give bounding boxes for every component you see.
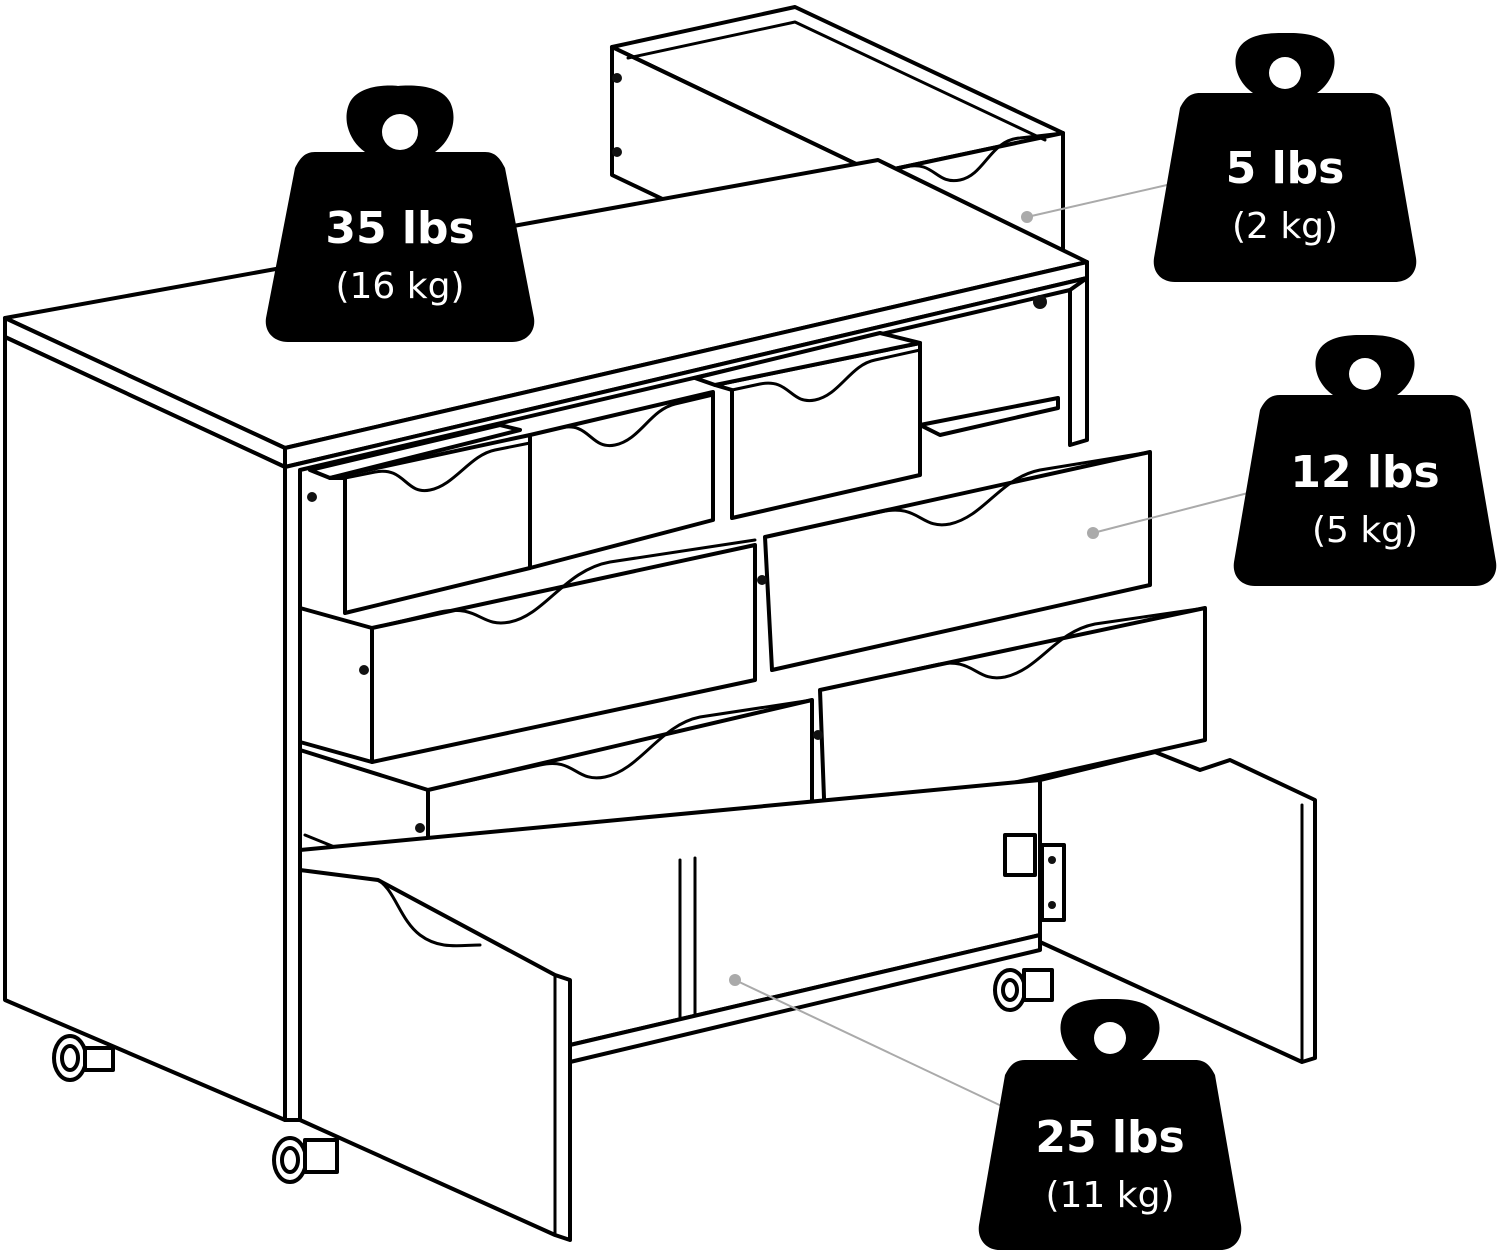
- drawer-middle-right: [757, 450, 1152, 672]
- weight-kg-label: (2 kg): [1232, 206, 1338, 247]
- weight-icon: [1153, 32, 1417, 282]
- weight-lbs-label: 12 lbs: [1290, 447, 1439, 498]
- drawer-top-middle: [528, 390, 715, 570]
- weight-kg-label: (16 kg): [335, 266, 464, 307]
- drawer-bottom-right: [813, 606, 1207, 827]
- cabinet-door-right: [1003, 750, 1317, 1064]
- cabinet-door-left: [298, 868, 572, 1242]
- cabinet-side-panel: [3, 335, 287, 1122]
- weight-icon: [1233, 334, 1497, 586]
- weight-kg-label: (5 kg): [1312, 510, 1418, 551]
- door-hinge-icon: [1003, 833, 1066, 922]
- leader-lines: [729, 181, 1249, 1111]
- weight-lbs-label: 25 lbs: [1035, 1112, 1184, 1163]
- drawer-top-right: [693, 331, 922, 520]
- weight-lbs-label: 35 lbs: [325, 203, 474, 254]
- weight-kg-label: (11 kg): [1045, 1175, 1174, 1216]
- cabinet-illustration: [3, 5, 1317, 1242]
- weight-lbs-label: 5 lbs: [1226, 143, 1345, 194]
- drawer-middle-left: [298, 538, 757, 764]
- caster-front-right: [272, 1136, 339, 1184]
- weight-badge-top-bin: 5 lbs (2 kg): [1153, 32, 1417, 282]
- weight-badge-cabinet: 25 lbs (11 kg): [978, 998, 1242, 1250]
- weight-badge-top-surface: 35 lbs (16 kg): [265, 85, 535, 342]
- caster-front-left: [52, 1034, 115, 1082]
- weight-icon: [978, 998, 1242, 1250]
- caster-back-right: [993, 968, 1054, 1012]
- weight-badge-drawer: 12 lbs (5 kg): [1233, 334, 1497, 586]
- drawer-top-left: [307, 423, 532, 615]
- weight-icon: [265, 85, 535, 342]
